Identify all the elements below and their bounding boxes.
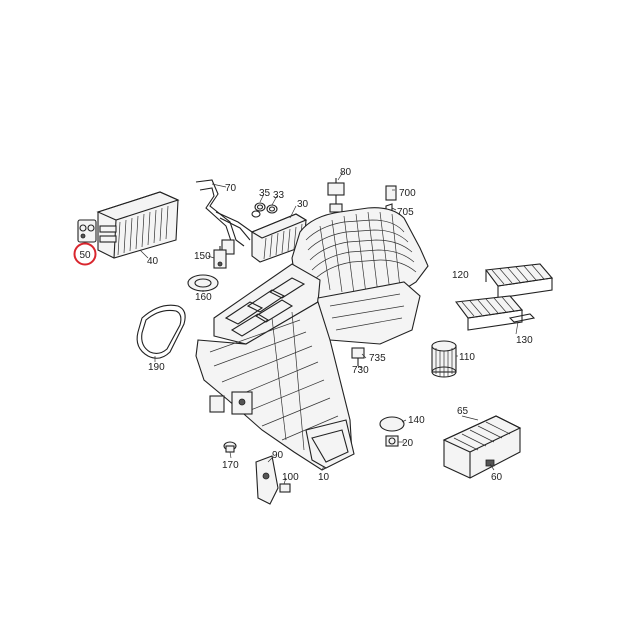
label-70: 70: [225, 183, 237, 194]
actuator-part: [327, 178, 397, 218]
label-140: 140: [408, 415, 425, 426]
resistor-part: [379, 416, 405, 447]
label-100: 100: [282, 472, 299, 483]
label-130: 130: [516, 335, 533, 346]
sensor-part: [213, 246, 227, 269]
clip-parts: [351, 347, 365, 366]
heater-core-part: [96, 191, 180, 259]
evaporator-part: [250, 213, 308, 263]
label-170: 170: [222, 460, 239, 471]
seal-frame-part: [136, 304, 186, 359]
highlight-circle: [73, 242, 97, 266]
label-65: 65: [457, 406, 469, 417]
label-50: 50: [79, 250, 91, 261]
label-150: 150: [194, 251, 211, 262]
label-10: 10: [318, 472, 330, 483]
label-190: 190: [148, 362, 165, 373]
leader-lines: [139, 171, 519, 485]
hvac-housing-part: [195, 207, 429, 471]
label-735: 735: [369, 353, 386, 364]
o-rings-part: [251, 202, 278, 218]
label-40: 40: [147, 256, 159, 267]
blower-wheel-part: [431, 340, 457, 378]
label-700: 700: [399, 188, 416, 199]
label-20: 20: [402, 438, 414, 449]
label-33: 33: [273, 190, 285, 201]
label-90: 90: [272, 450, 284, 461]
gasket-ring-part: [187, 274, 219, 292]
seal-set-part: [77, 219, 97, 243]
label-35: 35: [259, 188, 271, 199]
cabin-filter-part: [454, 263, 554, 331]
label-110: 110: [459, 352, 475, 363]
label-730: 730: [352, 365, 369, 376]
label-30: 30: [297, 199, 309, 210]
label-160: 160: [195, 292, 212, 303]
flap-actuator-part: [255, 455, 291, 505]
label-120: 120: [452, 270, 469, 281]
label-705: 705: [397, 207, 414, 218]
pipe-assembly-part: [195, 179, 253, 255]
filter-housing-part: [442, 415, 522, 479]
label-80: 80: [340, 167, 352, 178]
grommet-part: [223, 441, 237, 453]
label-60: 60: [491, 472, 503, 483]
part-labels: 80 700 705 70 35 33 30 40 50 150 160 120…: [79, 167, 533, 483]
